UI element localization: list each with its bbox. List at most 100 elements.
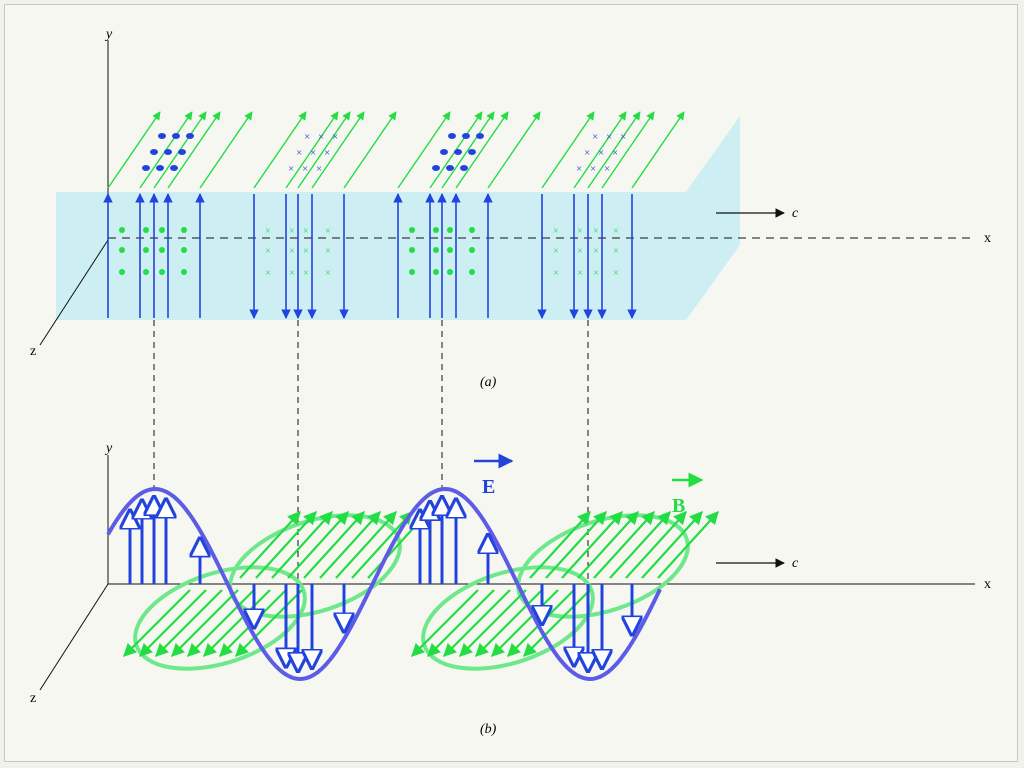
b-vector	[235, 589, 303, 657]
e-dot-marker	[150, 149, 158, 155]
e-cross-marker: ×	[584, 147, 590, 159]
caption-a: (a)	[480, 375, 497, 390]
b-cross-marker: ×	[289, 246, 295, 257]
velocity-label-a: c	[792, 206, 799, 221]
b-dot-marker	[469, 247, 475, 253]
b-legend-label: B	[672, 495, 685, 517]
b-dot-marker	[119, 227, 125, 233]
b-field-line	[297, 111, 351, 189]
b-dot-marker	[181, 269, 187, 275]
b-dot-marker	[447, 227, 453, 233]
b-vector	[577, 511, 639, 579]
b-field-line	[253, 111, 307, 189]
e-dot-marker	[462, 133, 470, 139]
b-field-line	[343, 111, 397, 189]
e-cross-marker: ×	[310, 147, 316, 159]
e-field-wave	[106, 486, 662, 682]
b-field-line	[397, 111, 451, 189]
e-cross-marker: ×	[302, 163, 308, 175]
b-dot-marker	[409, 227, 415, 233]
b-cross-marker: ×	[577, 226, 583, 237]
b-cross-marker: ×	[593, 246, 599, 257]
b-dot-marker	[119, 247, 125, 253]
b-dot-marker	[181, 247, 187, 253]
b-cross-marker: ×	[265, 268, 271, 279]
velocity-label-b: c	[792, 556, 799, 571]
b-vector	[529, 511, 591, 579]
e-dot-marker	[454, 149, 462, 155]
z-axis-label-a: z	[30, 344, 36, 359]
y-axis-label-a: y	[104, 27, 113, 42]
slab-field-lines: ××××××××××××××××××××××××××××××××××××××××…	[103, 111, 685, 319]
b-vector	[139, 589, 207, 657]
b-field-line	[455, 111, 509, 189]
b-field-line	[107, 111, 161, 189]
b-field-line	[573, 111, 627, 189]
b-field-line	[487, 111, 541, 189]
b-cross-marker: ×	[265, 226, 271, 237]
b-cross-marker: ×	[593, 226, 599, 237]
z-axis-label-b: z	[30, 691, 36, 706]
b-dot-marker	[143, 269, 149, 275]
b-vector	[319, 511, 381, 579]
b-vector	[491, 589, 559, 657]
e-cross-marker: ×	[590, 163, 596, 175]
e-cross-marker: ×	[620, 131, 626, 143]
b-dot-marker	[159, 247, 165, 253]
slab-front-face	[56, 192, 686, 320]
b-dot-marker	[433, 247, 439, 253]
b-vector	[411, 589, 479, 657]
e-cross-marker: ×	[576, 163, 582, 175]
b-field-line	[167, 111, 221, 189]
e-dot-marker	[476, 133, 484, 139]
b-vector	[443, 589, 511, 657]
b-field-line	[601, 111, 655, 189]
b-field-line	[541, 111, 595, 189]
b-vector	[523, 589, 591, 657]
b-dot-marker	[469, 269, 475, 275]
b-field-line	[311, 111, 365, 189]
e-dot-marker	[440, 149, 448, 155]
e-cross-marker: ×	[324, 147, 330, 159]
e-cross-marker: ×	[592, 131, 598, 143]
caption-b: (b)	[480, 722, 497, 737]
e-cross-marker: ×	[604, 163, 610, 175]
b-dot-marker	[181, 227, 187, 233]
e-dot-marker	[460, 165, 468, 171]
e-dot-marker	[448, 133, 456, 139]
b-vector	[303, 511, 365, 579]
b-cross-marker: ×	[265, 246, 271, 257]
b-vector	[187, 589, 255, 657]
e-cross-marker: ×	[288, 163, 294, 175]
b-cross-marker: ×	[593, 268, 599, 279]
b-vector	[475, 589, 543, 657]
b-vector	[657, 511, 719, 579]
b-field-line	[285, 111, 339, 189]
b-vector	[545, 511, 607, 579]
b-vector	[561, 511, 623, 579]
b-cross-marker: ×	[553, 268, 559, 279]
e-dot-marker	[170, 165, 178, 171]
b-vector	[351, 511, 413, 579]
b-field-line	[587, 111, 641, 189]
slab-side-face	[686, 116, 740, 320]
b-dot-marker	[409, 269, 415, 275]
b-vector	[123, 589, 191, 657]
b-dot-marker	[409, 247, 415, 253]
b-field-line	[631, 111, 685, 189]
e-dot-marker	[142, 165, 150, 171]
b-cross-marker: ×	[577, 246, 583, 257]
e-legend-label: E	[482, 476, 495, 498]
b-cross-marker: ×	[325, 226, 331, 237]
e-dot-marker	[156, 165, 164, 171]
b-dot-marker	[447, 269, 453, 275]
b-vector	[171, 589, 239, 657]
e-dot-marker	[446, 165, 454, 171]
e-cross-marker: ×	[316, 163, 322, 175]
b-cross-marker: ×	[613, 226, 619, 237]
e-cross-marker: ×	[598, 147, 604, 159]
b-cross-marker: ×	[303, 246, 309, 257]
b-vector	[271, 511, 333, 579]
e-dot-marker	[164, 149, 172, 155]
